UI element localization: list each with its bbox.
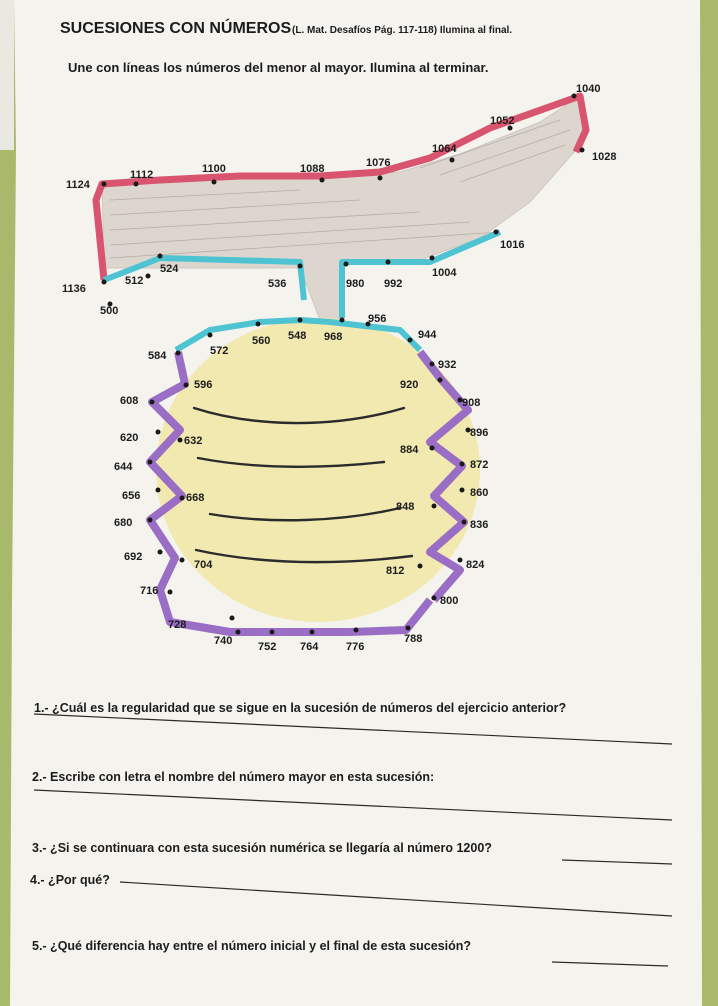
page-title: SUCESIONES CON NÚMEROS bbox=[60, 18, 291, 37]
num-884: 884 bbox=[400, 444, 419, 456]
num-1100: 1100 bbox=[202, 163, 226, 175]
question-3: 3.- ¿Si se continuara con esta sucesión … bbox=[32, 841, 492, 855]
num-896: 896 bbox=[470, 427, 488, 439]
num-644: 644 bbox=[114, 461, 133, 473]
num-668: 668 bbox=[186, 492, 204, 504]
num-716: 716 bbox=[140, 585, 158, 597]
num-1016: 1016 bbox=[500, 239, 524, 251]
hatching bbox=[109, 119, 571, 259]
num-656: 656 bbox=[122, 490, 140, 502]
num-680: 680 bbox=[114, 517, 132, 529]
num-860: 860 bbox=[470, 487, 488, 499]
instruction-text: Une con líneas los números del menor al … bbox=[68, 60, 488, 75]
num-632: 632 bbox=[184, 435, 202, 447]
num-944: 944 bbox=[418, 329, 437, 341]
num-596: 596 bbox=[194, 379, 212, 391]
yellow-body-fill bbox=[156, 318, 480, 622]
num-620: 620 bbox=[120, 432, 138, 444]
answer-line-3 bbox=[561, 859, 673, 865]
num-848: 848 bbox=[396, 501, 414, 513]
num-728: 728 bbox=[168, 619, 186, 631]
num-560: 560 bbox=[252, 335, 270, 347]
num-968: 968 bbox=[324, 331, 342, 343]
num-800: 800 bbox=[440, 595, 458, 607]
drawn-line-4 bbox=[194, 548, 414, 564]
num-1052: 1052 bbox=[490, 115, 514, 127]
purple-line-right bbox=[416, 349, 472, 603]
num-836: 836 bbox=[470, 519, 488, 531]
drawn-line-1 bbox=[192, 406, 406, 425]
num-992: 992 bbox=[384, 278, 402, 290]
drawn-line-3 bbox=[208, 506, 402, 522]
num-524: 524 bbox=[160, 263, 179, 275]
num-932: 932 bbox=[438, 359, 456, 371]
answer-line-4 bbox=[119, 881, 673, 917]
num-752: 752 bbox=[258, 641, 276, 653]
num-536: 536 bbox=[268, 278, 286, 290]
num-692: 692 bbox=[124, 551, 142, 563]
num-920: 920 bbox=[400, 379, 418, 391]
num-608: 608 bbox=[120, 395, 138, 407]
drawn-line-2 bbox=[196, 456, 386, 468]
num-824: 824 bbox=[466, 559, 485, 571]
num-584: 584 bbox=[148, 350, 167, 362]
num-1136: 1136 bbox=[62, 283, 86, 295]
left-strip bbox=[0, 0, 14, 150]
num-788: 788 bbox=[404, 633, 422, 645]
num-704: 704 bbox=[194, 559, 213, 571]
num-812: 812 bbox=[386, 565, 404, 577]
question-4: 4.- ¿Por qué? bbox=[30, 873, 110, 887]
num-956: 956 bbox=[368, 313, 386, 325]
question-2: 2.- Escribe con letra el nombre del núme… bbox=[32, 770, 434, 784]
num-572: 572 bbox=[210, 345, 228, 357]
num-764: 764 bbox=[300, 641, 319, 653]
num-872: 872 bbox=[470, 459, 488, 471]
num-1040: 1040 bbox=[576, 83, 600, 95]
purple-line-left bbox=[146, 351, 434, 636]
num-1064: 1064 bbox=[432, 143, 457, 155]
num-908: 908 bbox=[462, 397, 480, 409]
num-980: 980 bbox=[346, 278, 364, 290]
num-740: 740 bbox=[214, 635, 232, 647]
answer-line-2 bbox=[33, 789, 673, 821]
num-1112: 1112 bbox=[130, 169, 153, 181]
page-source: (L. Mat. Desafíos Pág. 117-118) Ilumina … bbox=[292, 25, 512, 36]
answer-line-1 bbox=[33, 713, 673, 745]
num-512: 512 bbox=[125, 275, 143, 287]
num-1124: 1124 bbox=[66, 179, 91, 191]
question-1: 1.- ¿Cuál es la regularidad que se sigue… bbox=[34, 701, 566, 715]
num-1088: 1088 bbox=[300, 163, 324, 175]
num-548: 548 bbox=[288, 330, 306, 342]
num-500: 500 bbox=[100, 305, 118, 317]
answer-line-5 bbox=[551, 961, 669, 967]
num-1076: 1076 bbox=[366, 157, 390, 169]
question-5: 5.- ¿Qué diferencia hay entre el número … bbox=[32, 939, 471, 953]
num-1004: 1004 bbox=[432, 267, 457, 279]
pink-line bbox=[92, 92, 590, 281]
puzzle-numbers: 500 512 524 536 548 560 572 584 596 608 … bbox=[62, 83, 616, 653]
num-776: 776 bbox=[346, 641, 364, 653]
num-1028: 1028 bbox=[592, 151, 616, 163]
